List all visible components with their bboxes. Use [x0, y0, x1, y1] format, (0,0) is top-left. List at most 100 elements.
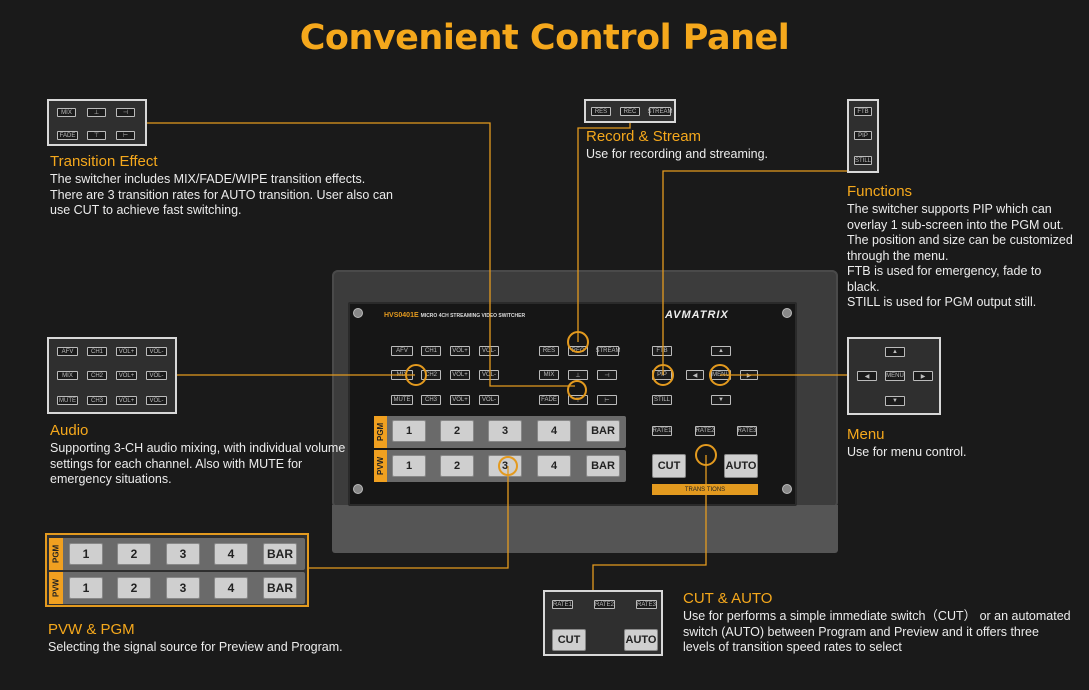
highlight-ring-transition [567, 380, 587, 400]
device-right-arrow-icon[interactable]: ▶ [740, 370, 758, 380]
pip-button[interactable]: PIP [854, 131, 872, 140]
device-pgm-key-3[interactable]: 3 [488, 420, 522, 442]
device-vol-up-button[interactable]: VOL+ [450, 346, 470, 356]
down-arrow-icon[interactable]: ▼ [885, 396, 905, 406]
wipe-right-icon[interactable]: ⊢ [116, 131, 135, 140]
device-vol-down-button[interactable]: VOL- [479, 346, 499, 356]
pvw-key-4[interactable]: 4 [214, 577, 248, 599]
cut-auto-heading: CUT & AUTO [683, 590, 773, 607]
vol-down-button[interactable]: VOL- [146, 371, 167, 380]
pgm-label: PGM [49, 538, 63, 570]
ch1-button[interactable]: CH1 [87, 347, 107, 356]
functions-inset: FTB PIP STILL [847, 99, 879, 173]
transition-desc: The switcher includes MIX/FADE/WIPE tran… [50, 172, 393, 217]
mix-button[interactable]: MIX [57, 108, 76, 117]
menu-desc: Use for menu control. [847, 445, 967, 459]
auto-button[interactable]: AUTO [624, 629, 658, 651]
highlight-ring-pvw [498, 456, 518, 476]
left-arrow-icon[interactable]: ◀ [857, 371, 877, 381]
record-desc: Use for recording and streaming. [586, 147, 769, 161]
pgm-key-2[interactable]: 2 [117, 543, 151, 565]
device-still-button[interactable]: STILL [652, 395, 672, 405]
cut-auto-callout: CUT & AUTO Use for performs a simple imm… [683, 590, 1073, 656]
device-vol-down-button[interactable]: VOL- [479, 370, 499, 380]
audio-desc: Supporting 3-CH audio mixing, with indiv… [50, 441, 346, 486]
device-pgm-key-4[interactable]: 4 [537, 420, 571, 442]
device-pgm-key-bar[interactable]: BAR [586, 420, 620, 442]
pvw-key-1[interactable]: 1 [69, 577, 103, 599]
up-arrow-icon[interactable]: ▲ [885, 347, 905, 357]
pvw-key-bar[interactable]: BAR [263, 577, 297, 599]
device-auto-button[interactable]: AUTO [724, 454, 758, 478]
res-button[interactable]: RES [591, 107, 611, 116]
device-wipe-down-icon[interactable]: ⊥ [568, 370, 588, 380]
device-ch3-button[interactable]: CH3 [421, 395, 441, 405]
right-arrow-icon[interactable]: ▶ [913, 371, 933, 381]
device-pvw-key-2[interactable]: 2 [440, 455, 474, 477]
device-vol-up-button[interactable]: VOL+ [450, 370, 470, 380]
screw-icon [782, 484, 792, 494]
ch3-button[interactable]: CH3 [87, 396, 107, 405]
device-down-arrow-icon[interactable]: ▼ [711, 395, 731, 405]
ftb-button[interactable]: FTB [854, 107, 872, 116]
wipe-left-icon[interactable]: ⊣ [116, 108, 135, 117]
transition-heading: Transition Effect [50, 153, 158, 170]
device-vol-up-button[interactable]: VOL+ [450, 395, 470, 405]
fade-button[interactable]: FADE [57, 131, 78, 140]
device-cut-button[interactable]: CUT [652, 454, 686, 478]
device-stream-button[interactable]: STREAM [595, 346, 621, 356]
cut-button[interactable]: CUT [552, 629, 586, 651]
pgm-key-bar[interactable]: BAR [263, 543, 297, 565]
screw-icon [353, 484, 363, 494]
device-up-arrow-icon[interactable]: ▲ [711, 346, 731, 356]
device-pgm-key-1[interactable]: 1 [392, 420, 426, 442]
rec-button[interactable]: REC [620, 107, 640, 116]
wipe-up-icon[interactable]: ⊤ [87, 131, 106, 140]
device-rate3-button[interactable]: RATE3 [737, 426, 757, 436]
wipe-down-icon[interactable]: ⊥ [87, 108, 106, 117]
vol-up-button[interactable]: VOL+ [116, 371, 137, 380]
vol-down-button[interactable]: VOL- [146, 347, 167, 356]
pvw-key-3[interactable]: 3 [166, 577, 200, 599]
rate2-button[interactable]: RATE2 [594, 600, 615, 609]
device-fade-button[interactable]: FADE [539, 395, 559, 405]
rate1-button[interactable]: RATE1 [552, 600, 573, 609]
stream-button[interactable]: STREAM [647, 107, 673, 116]
vol-down-button[interactable]: VOL- [146, 396, 167, 405]
device-rate2-button[interactable]: RATE2 [695, 426, 715, 436]
afv-button[interactable]: AFV [57, 347, 78, 356]
device-pvw-key-4[interactable]: 4 [537, 455, 571, 477]
mix-audio-button[interactable]: MIX [57, 371, 78, 380]
vol-up-button[interactable]: VOL+ [116, 347, 137, 356]
pvw-pgm-desc: Selecting the signal source for Preview … [48, 640, 343, 654]
device-wipe-right-icon[interactable]: ⊢ [597, 395, 617, 405]
highlight-ring-pip [652, 364, 674, 386]
device-left-arrow-icon[interactable]: ◀ [686, 370, 704, 380]
menu-button[interactable]: MENU [885, 371, 905, 381]
cut-auto-inset: RATE1 RATE2 RATE3 CUT AUTO [543, 590, 663, 656]
vol-up-button[interactable]: VOL+ [116, 396, 137, 405]
ch2-button[interactable]: CH2 [87, 371, 107, 380]
device-ftb-button[interactable]: FTB [652, 346, 672, 356]
mute-button[interactable]: MUTE [57, 396, 78, 405]
still-button[interactable]: STILL [854, 156, 872, 165]
device-res-button[interactable]: RES [539, 346, 559, 356]
device-pvw-key-bar[interactable]: BAR [586, 455, 620, 477]
pgm-key-1[interactable]: 1 [69, 543, 103, 565]
pgm-key-3[interactable]: 3 [166, 543, 200, 565]
rate3-button[interactable]: RATE3 [636, 600, 657, 609]
device-mute-button[interactable]: MUTE [391, 395, 413, 405]
device-rate1-button[interactable]: RATE1 [652, 426, 672, 436]
device-wipe-left-icon[interactable]: ⊣ [597, 370, 617, 380]
device-pvw-label: PVW [374, 450, 387, 482]
device-afv-button[interactable]: AFV [391, 346, 413, 356]
device-vol-down-button[interactable]: VOL- [479, 395, 499, 405]
pgm-key-4[interactable]: 4 [214, 543, 248, 565]
pvw-key-2[interactable]: 2 [117, 577, 151, 599]
device-ch1-button[interactable]: CH1 [421, 346, 441, 356]
device-pvw-key-1[interactable]: 1 [392, 455, 426, 477]
device-pgm-key-2[interactable]: 2 [440, 420, 474, 442]
device-mix-button[interactable]: MIX [539, 370, 559, 380]
pvw-label: PVW [49, 572, 63, 604]
highlight-ring-rec [567, 331, 589, 353]
